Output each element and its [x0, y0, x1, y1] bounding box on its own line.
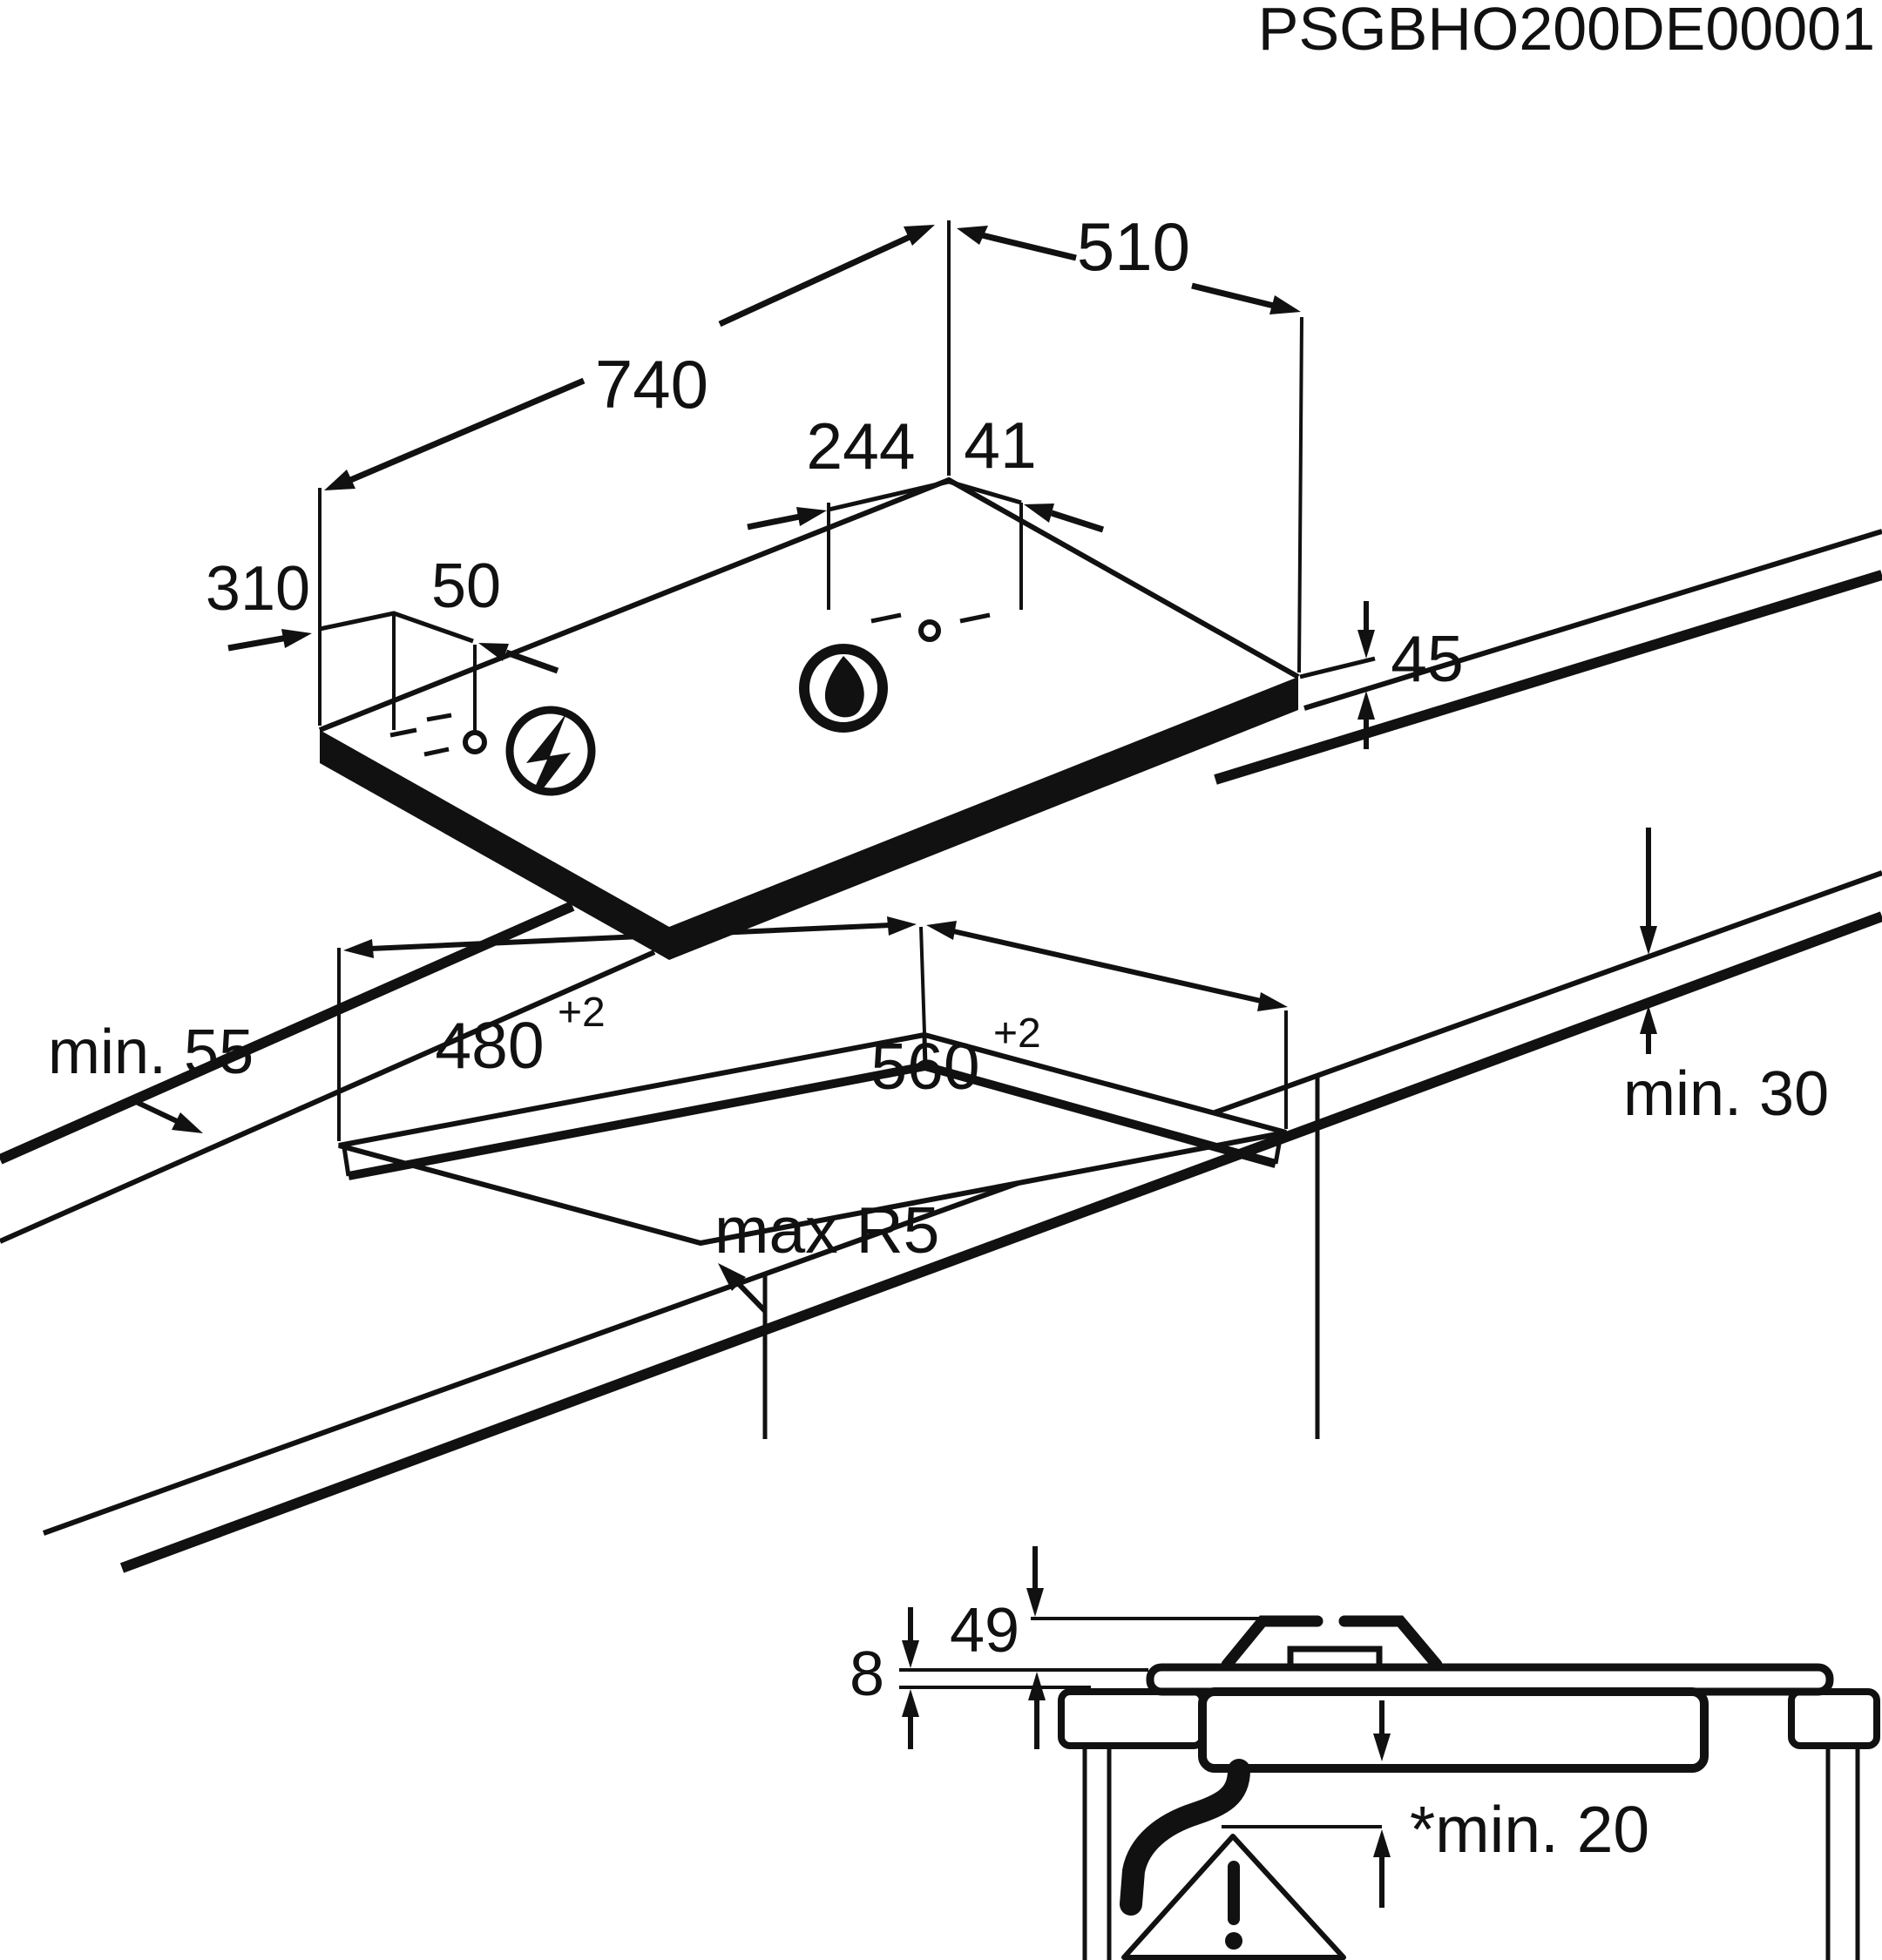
worktop-edge-left-thick — [0, 901, 575, 1165]
dim-510-label: 510 — [1077, 208, 1190, 285]
hob-top-view: 740 510 244 41 — [0, 208, 1882, 1244]
part-code: PSGBHO200DE00001 — [1258, 0, 1875, 63]
dim-244-label: 244 — [806, 409, 915, 483]
gas-dash-left — [870, 612, 902, 624]
section-view: 49 8 *min. 20 — [850, 1546, 1880, 1960]
warning-exclamation-dot — [1225, 1932, 1242, 1950]
dim-max-r5: max R5 — [714, 1193, 939, 1314]
dim-min-20-label: *min. 20 — [1410, 1793, 1649, 1866]
worktop-section-right — [1788, 1688, 1880, 1749]
electric-icon — [505, 706, 596, 796]
dim-310-50: 310 50 — [206, 551, 559, 733]
dim-min-30: min. 30 — [1623, 828, 1829, 1129]
gas-dash-right — [959, 612, 991, 624]
dim-50-label: 50 — [431, 551, 501, 621]
dim-min-55: min. 55 — [48, 1017, 254, 1133]
dim-8: 8 — [850, 1607, 1148, 1749]
cutout-opening — [338, 1031, 1287, 1247]
worktop-edge-left-thin — [0, 950, 656, 1244]
gas-connection-pipe — [1120, 1759, 1250, 1916]
dim-8-label: 8 — [850, 1639, 884, 1709]
dim-49-label: 49 — [950, 1596, 1019, 1666]
dim-45-label: 45 — [1391, 622, 1463, 695]
worktop-cutout-view: 480 +2 560 +2 max R5 min. 55 — [42, 828, 1882, 1573]
dim-min-55-label: min. 55 — [48, 1017, 254, 1087]
hob-front-slab — [320, 677, 1298, 960]
gas-icon — [799, 644, 888, 733]
dim-480: 480 +2 — [337, 916, 917, 1141]
dim-740-label: 740 — [595, 346, 708, 422]
electric-dash-2 — [426, 713, 452, 722]
burner-housing — [1198, 1687, 1709, 1773]
pan-support-left — [1221, 1615, 1323, 1671]
worktop-front-edge-thick — [119, 911, 1882, 1573]
dim-480-tolerance: +2 — [558, 990, 606, 1036]
dim-min-20: *min. 20 — [1222, 1700, 1649, 1908]
warning-triangle — [1121, 1834, 1346, 1960]
hob-glass-section — [1146, 1663, 1834, 1696]
dim-244-41: 244 41 — [747, 409, 1105, 610]
dim-45: 45 — [1299, 601, 1464, 749]
electric-dash-3 — [423, 747, 450, 757]
worktop-edge-right-thick — [1214, 570, 1882, 785]
dim-510: 510 — [957, 208, 1303, 673]
dim-740: 740 — [318, 220, 951, 726]
dim-min-30-label: min. 30 — [1623, 1059, 1829, 1129]
dim-560-tolerance: +2 — [993, 1010, 1041, 1057]
worktop-section-left — [1058, 1688, 1206, 1749]
dim-560-label: 560 — [870, 1030, 979, 1103]
cutout-inner-edge-right — [1273, 1133, 1283, 1165]
warning-icon — [1121, 1834, 1346, 1960]
dim-41-label: 41 — [964, 409, 1036, 482]
electric-dash-1 — [389, 727, 417, 738]
dim-max-r5-label: max R5 — [714, 1193, 939, 1267]
gas-reference-point — [918, 619, 941, 642]
dim-49: 49 — [950, 1546, 1263, 1749]
dim-310-label: 310 — [206, 554, 310, 624]
burner-cap — [1287, 1646, 1383, 1672]
pan-support-right — [1338, 1615, 1443, 1671]
lightning-bolt-icon — [526, 713, 571, 794]
worktop-front-edge-thin — [42, 870, 1882, 1536]
flame-icon — [824, 656, 864, 718]
dim-560: 560 +2 — [870, 921, 1288, 1129]
dim-480-label: 480 — [435, 1009, 544, 1082]
worktop-edge-right-thin — [1303, 529, 1882, 711]
cutout-inner-edge-left — [342, 1146, 351, 1177]
cutout-inner-edge-back — [922, 1036, 928, 1067]
